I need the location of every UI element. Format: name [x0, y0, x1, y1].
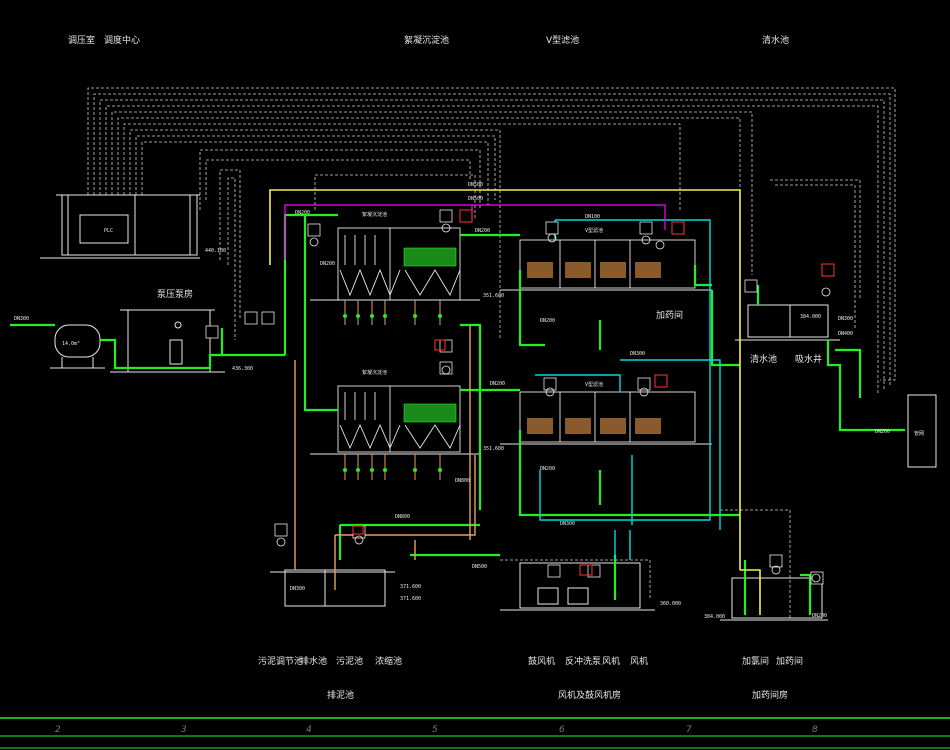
bottom-label: 排泥池 [327, 689, 354, 701]
grid-number: 2 [55, 725, 61, 735]
pipe-label: DN800 [455, 478, 470, 484]
pipe-label: DN500 [472, 564, 487, 570]
pipe-label: DN300 [630, 351, 645, 357]
grid-number: 7 [686, 725, 692, 735]
pipe-label: DN300 [838, 316, 853, 322]
elevation-label: 371.600 [400, 584, 421, 590]
grid-strip [0, 717, 950, 749]
air-pipe [269, 189, 761, 615]
pipe-label: DN300 [560, 521, 575, 527]
bottom-label: 污泥池 [336, 655, 363, 667]
sludge-drop-legs [344, 300, 441, 480]
pipe-label: DN200 [875, 429, 890, 435]
sludge-pipes [294, 325, 476, 590]
pipe-label: DN500 [468, 196, 483, 202]
lamella-pack-top [403, 247, 457, 267]
pipe-label: DN800 [395, 514, 410, 520]
grid-number: 6 [559, 725, 565, 735]
sludge-pool-building [270, 569, 395, 607]
pipe-label: DN200 [540, 466, 555, 472]
sludge-drop-valves [343, 314, 442, 472]
elevation-label: 360.000 [660, 601, 681, 607]
top-label-center-a: 絮凝沉淀池 [404, 34, 449, 46]
booster-room [110, 309, 225, 373]
grid-number: 4 [306, 725, 312, 735]
plc-cabinet [40, 194, 200, 259]
sed-tank-top-label: 絮凝沉淀池 [362, 211, 387, 218]
grid-number: 8 [812, 725, 818, 735]
pipe-label: DN300 [14, 316, 29, 322]
booster-room-label: 泵压泵房 [157, 288, 193, 300]
plc-elevation: 440.100 [205, 248, 226, 254]
sedimentation-tank-bottom [310, 385, 480, 455]
bottom-label: 排水池 [300, 655, 327, 667]
elevation-label: 436.300 [232, 366, 253, 372]
bottom-label: 加药间房 [752, 689, 788, 701]
top-label-left-a: 调压室 [68, 34, 95, 46]
instrument-circles [276, 223, 831, 583]
grid-numbers: 2 3 4 5 6 7 8 [55, 725, 818, 735]
pipe-label: DN100 [585, 214, 600, 220]
sedimentation-tank-top [310, 227, 480, 301]
v-filter-bottom [500, 391, 712, 445]
chemical-pipes [535, 219, 721, 560]
elevation-label: 384.000 [800, 314, 821, 320]
top-label-center-b: V型滤池 [546, 34, 579, 46]
pipe-label: DN200 [295, 210, 310, 216]
suction-well-label: 吸水井 [795, 353, 822, 365]
bottom-label: 反冲洗泵 [565, 655, 601, 667]
elevation-label: 351.600 [483, 293, 504, 299]
filter-bottom-label: V型滤池 [585, 381, 603, 388]
bottom-label: 污泥调节池 [258, 655, 303, 667]
bottom-label: 加氯间 [742, 655, 769, 667]
lamella-pack-bottom [403, 403, 457, 423]
pipe-label: DN500 [468, 182, 483, 188]
pipe-network-box [907, 394, 937, 468]
bottom-label: 加药间 [776, 655, 803, 667]
sed-tank-bottom-label: 絮凝沉淀池 [362, 369, 387, 376]
alarm-marks [352, 209, 835, 576]
bottom-labels-row2: 排泥池 风机及鼓风机房 加药间房 [327, 689, 788, 701]
elevation-labels: 436.300 351.600 351.600 371.600 371.600 … [232, 293, 821, 620]
pipe-label: DN200 [475, 228, 490, 234]
pipe-label: DN300 [290, 586, 305, 592]
pipe-size-labels: DN300 DN500 DN500 DN200 DN200 DN200 DN10… [14, 182, 890, 619]
bottom-label: 浓缩池 [375, 655, 402, 667]
pipe-label: DN400 [838, 331, 853, 337]
plc-label: PLC [104, 228, 113, 234]
v-filter-top-media [527, 262, 661, 278]
pipe-label: DN200 [490, 381, 505, 387]
grid-number: 3 [181, 725, 187, 735]
grid-number: 5 [432, 725, 438, 735]
v-filter-top [500, 239, 712, 291]
top-label-right: 清水池 [762, 34, 789, 46]
blower-room-building [500, 562, 655, 611]
v-filter-bottom-media [527, 418, 661, 434]
elevation-label: 384.000 [704, 614, 725, 620]
elevation-label: 371.600 [400, 596, 421, 602]
bottom-labels-row1: 污泥调节池 排水池 污泥池 浓缩池 鼓风机 反冲洗泵 风机 风机 加氯间 加药间 [258, 655, 803, 667]
pipe-label: DN200 [320, 261, 335, 267]
dosing-label: 加药间 [656, 309, 683, 321]
top-label-left-b: 调度中心 [104, 34, 140, 46]
clear-pool-label: 清水池 [750, 353, 777, 365]
bottom-label: 鼓风机 [528, 655, 555, 667]
filter-top-label: V型滤池 [585, 227, 603, 234]
clear-water-pool [735, 304, 840, 341]
tank-label: 14.0m³ [62, 341, 80, 347]
pipe-label: DN200 [812, 613, 827, 619]
pipe-label: DN200 [540, 318, 555, 324]
bottom-label: 风机及鼓风机房 [558, 689, 621, 701]
chemical-house-building [720, 577, 828, 621]
pipe-network-label: 管网 [914, 430, 924, 437]
bottom-label: 风机 [630, 655, 648, 667]
elevation-label: 351.600 [483, 446, 504, 452]
bottom-label: 风机 [602, 655, 620, 667]
